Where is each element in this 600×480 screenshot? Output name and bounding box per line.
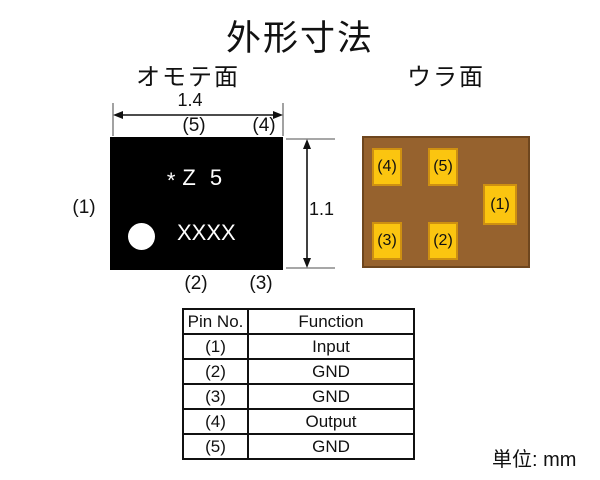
front-pin4-label: (4) — [252, 115, 276, 136]
height-dimension-value: 1.1 — [309, 199, 335, 219]
pad-5: (5) — [428, 148, 458, 186]
front-pin5-label: (5) — [182, 115, 206, 136]
function-cell: GND — [247, 433, 415, 460]
pin-no-cell: (2) — [182, 358, 249, 385]
pad-4: (4) — [372, 148, 402, 186]
pin-no-cell: (3) — [182, 383, 249, 410]
table-row: (2) GND — [182, 358, 415, 385]
pin-function-table: Pin No. Function (1) Input (2) GND (3) G… — [182, 308, 415, 460]
pad-3: (3) — [372, 222, 402, 260]
function-cell: GND — [247, 358, 415, 385]
page-title: 外形寸法 — [225, 19, 374, 58]
pad-2: (2) — [428, 222, 458, 260]
front-pin3-label: (3) — [249, 273, 273, 294]
col-header-pin-no: Pin No. — [182, 308, 249, 335]
chip-marking-code: Z 5 — [182, 165, 227, 190]
pin-no-cell: (5) — [182, 433, 249, 460]
front-view-label: オモテ面 — [136, 64, 240, 91]
pin1-indicator-dot — [128, 223, 155, 250]
function-cell: Input — [247, 333, 415, 360]
pin-no-cell: (1) — [182, 333, 249, 360]
chip-lot-code: XXXX — [177, 220, 236, 245]
pad-1: (1) — [483, 184, 517, 225]
front-pin2-label: (2) — [184, 273, 208, 294]
table-row: (5) GND — [182, 433, 415, 460]
back-view-label: ウラ面 — [407, 64, 485, 91]
function-cell: GND — [247, 383, 415, 410]
chip-front-body — [110, 137, 283, 270]
pin-no-cell: (4) — [182, 408, 249, 435]
function-cell: Output — [247, 408, 415, 435]
table-row: (1) Input — [182, 333, 415, 360]
table-row: (3) GND — [182, 383, 415, 410]
front-pin1-label: (1) — [72, 197, 96, 218]
chip-marking-line: * Z 5 — [110, 165, 283, 193]
table-header-row: Pin No. Function — [182, 308, 415, 335]
col-header-function: Function — [247, 308, 415, 335]
asterisk-marking-icon: * — [166, 168, 176, 193]
table-row: (4) Output — [182, 408, 415, 435]
unit-note: 単位: mm — [492, 449, 577, 471]
width-dimension-value: 1.4 — [177, 90, 203, 110]
